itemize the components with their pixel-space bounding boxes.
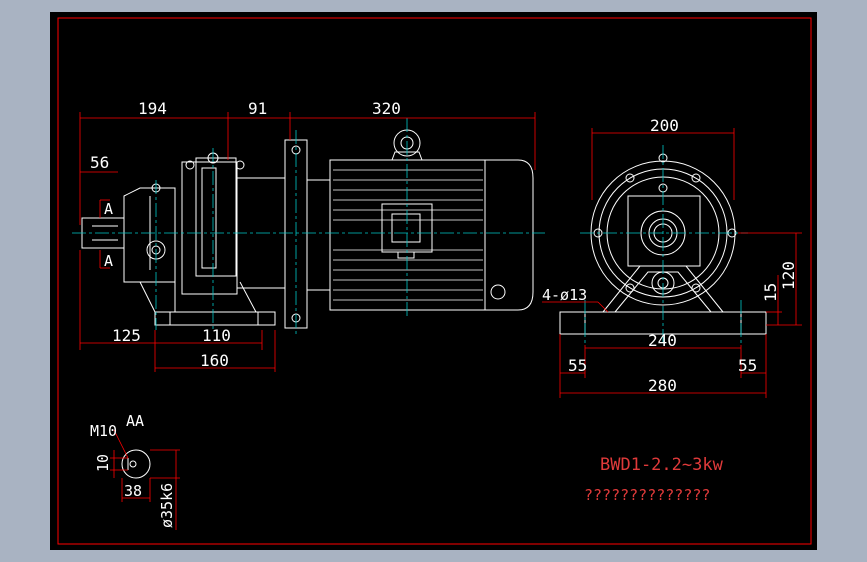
dim-194: 194 <box>138 99 167 118</box>
hole-note: 4-ø13 <box>542 286 587 304</box>
detail-dim-38: 38 <box>124 482 142 500</box>
detail-dim-10: 10 <box>94 454 112 472</box>
drawing-canvas <box>50 12 817 550</box>
section-a-top: A <box>104 200 113 218</box>
dim-200: 200 <box>650 116 679 135</box>
dimension-labels: 194 91 320 56 A A 125 110 160 200 120 15… <box>90 99 798 395</box>
title-block: BWD1-2.2~3kw ?????????????? <box>584 455 724 504</box>
base-foot <box>139 281 276 326</box>
dim-110: 110 <box>202 326 231 345</box>
shaft-detail <box>121 449 151 479</box>
dim-15: 15 <box>761 283 780 302</box>
dimension-lines <box>79 112 802 398</box>
drawing-frame <box>57 17 812 545</box>
dim-91: 91 <box>248 99 267 118</box>
dim-240: 240 <box>648 331 677 350</box>
side-centerlines <box>72 118 545 336</box>
detail-shaft-circle <box>121 449 151 479</box>
model-title: BWD1-2.2~3kw <box>600 455 724 475</box>
model-subtitle: ?????????????? <box>584 486 710 504</box>
detail-labels: AA M10 10 38 ø35k6 <box>90 412 176 528</box>
motor-fan-cover <box>484 159 534 311</box>
detail-dimensions <box>110 429 180 530</box>
detail-shaft-dim: ø35k6 <box>158 483 176 528</box>
dim-280: 280 <box>648 376 677 395</box>
dim-160: 160 <box>200 351 229 370</box>
dim-320: 320 <box>372 99 401 118</box>
front-centerlines <box>580 145 748 345</box>
dim-56: 56 <box>90 153 109 172</box>
detail-thread: M10 <box>90 422 117 440</box>
detail-section-label: AA <box>126 412 144 430</box>
dim-125: 125 <box>112 326 141 345</box>
gear-housing <box>123 187 176 283</box>
dim-120: 120 <box>779 261 798 290</box>
section-a-bottom: A <box>104 252 113 270</box>
motor-fins <box>333 169 483 301</box>
dim-55-left: 55 <box>568 356 587 375</box>
dim-55-right: 55 <box>738 356 757 375</box>
